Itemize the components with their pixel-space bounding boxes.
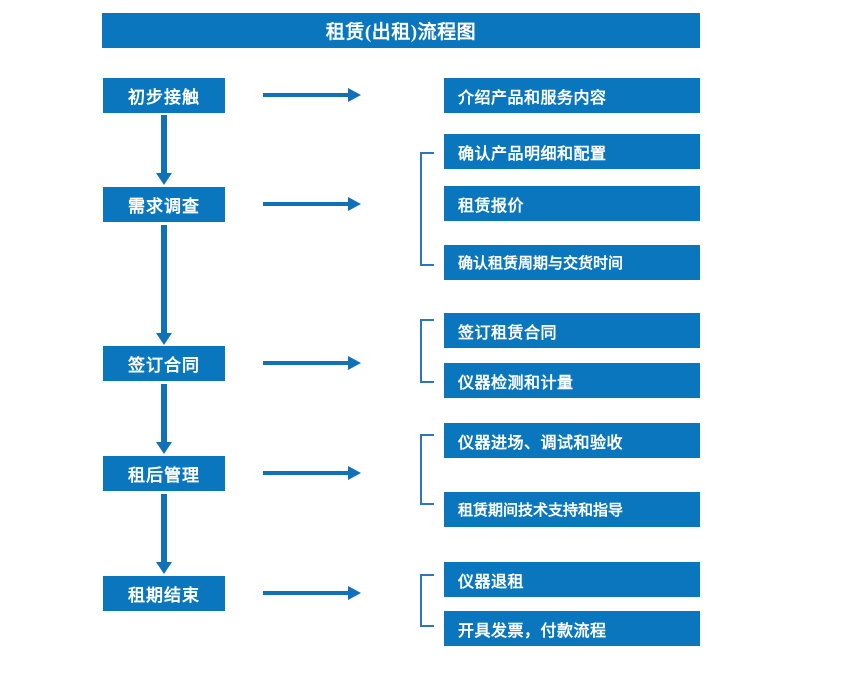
- arrow-shaft: [161, 494, 167, 562]
- horizontal-arrow-5: [263, 586, 361, 600]
- horizontal-arrow-1: [263, 88, 361, 102]
- group-bracket-lease-end: [420, 574, 434, 627]
- arrow-head: [348, 88, 361, 102]
- detail-box-intro-products[interactable]: 介绍产品和服务内容: [444, 78, 700, 113]
- arrow-head: [156, 333, 172, 345]
- stage-box-lease-end[interactable]: 租期结束: [103, 576, 225, 611]
- horizontal-arrow-2: [263, 197, 361, 211]
- stage-box-post-lease-mgmt[interactable]: 租后管理: [103, 456, 225, 491]
- arrow-shaft: [161, 115, 167, 173]
- arrow-shaft: [263, 471, 349, 475]
- arrow-head: [156, 173, 172, 185]
- detail-box-sign-lease-contract[interactable]: 签订租赁合同: [444, 313, 700, 348]
- arrow-shaft: [263, 202, 349, 206]
- arrow-shaft: [263, 93, 349, 97]
- arrow-shaft: [263, 361, 349, 365]
- arrow-head: [348, 356, 361, 370]
- stage-box-initial-contact[interactable]: 初步接触: [103, 78, 225, 113]
- arrow-shaft: [161, 225, 167, 333]
- detail-box-instrument-test[interactable]: 仪器检测和计量: [444, 363, 700, 398]
- horizontal-arrow-3: [263, 356, 361, 370]
- horizontal-arrow-4: [263, 466, 361, 480]
- vertical-arrow-4: [156, 494, 172, 574]
- arrow-shaft: [161, 384, 167, 442]
- detail-box-invoice-payment[interactable]: 开具发票，付款流程: [444, 611, 700, 646]
- group-bracket-post-lease: [420, 434, 434, 505]
- arrow-head: [348, 197, 361, 211]
- arrow-head: [156, 562, 172, 574]
- flowchart-title: 租赁(出租)流程图: [102, 13, 700, 48]
- arrow-head: [348, 586, 361, 600]
- arrow-head: [156, 442, 172, 454]
- stage-box-sign-contract[interactable]: 签订合同: [103, 346, 225, 381]
- detail-box-instrument-arrival[interactable]: 仪器进场、调试和验收: [444, 423, 700, 458]
- arrow-head: [348, 466, 361, 480]
- detail-box-tech-support[interactable]: 租赁期间技术支持和指导: [444, 492, 700, 527]
- vertical-arrow-2: [156, 225, 172, 345]
- detail-box-confirm-spec[interactable]: 确认产品明细和配置: [444, 134, 700, 169]
- detail-box-instrument-return[interactable]: 仪器退租: [444, 562, 700, 597]
- vertical-arrow-3: [156, 384, 172, 454]
- group-bracket-requirement: [420, 152, 434, 266]
- stage-box-requirement-survey[interactable]: 需求调查: [103, 187, 225, 222]
- detail-box-lease-quote[interactable]: 租赁报价: [444, 186, 700, 221]
- detail-box-confirm-period[interactable]: 确认租赁周期与交货时间: [444, 245, 700, 280]
- vertical-arrow-1: [156, 115, 172, 185]
- arrow-shaft: [263, 591, 349, 595]
- group-bracket-contract: [420, 319, 434, 383]
